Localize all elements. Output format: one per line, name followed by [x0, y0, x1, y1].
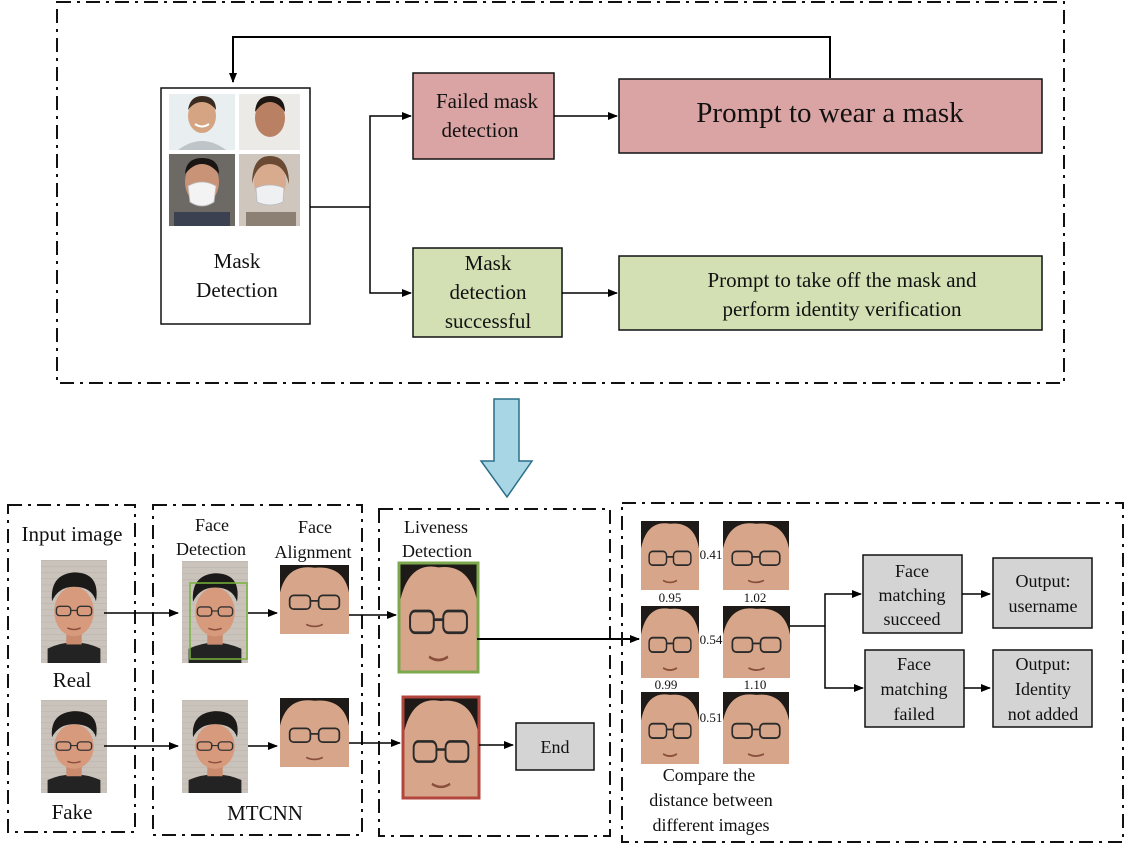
matching-caption-line3: different images	[652, 815, 769, 835]
output-user-line1: Output:	[1015, 571, 1070, 591]
failed-line1: Face	[897, 654, 931, 674]
mask-stage-frame	[56, 1, 1065, 384]
matching-caption-line1: Compare the	[663, 765, 755, 785]
prompt-take-off-mask-box: Prompt to take off the mask and perform …	[618, 255, 1043, 331]
output-username-box: Output: username	[992, 557, 1093, 629]
success-box-line3: successful	[445, 309, 531, 333]
stage-transition-arrow	[479, 398, 534, 499]
fake-aligned-face	[279, 697, 350, 768]
matching-succeed-box: Face matching succeed	[862, 554, 963, 634]
face-alignment-line1: Face	[298, 517, 332, 537]
succeed-line2: matching	[879, 585, 946, 605]
success-box-line1: Mask	[465, 251, 512, 275]
pair3-distance: 0.51	[700, 710, 723, 725]
spoof-face-image	[401, 695, 481, 800]
liveness-stage-frame	[378, 508, 611, 837]
face-detection-line1: Face	[195, 515, 229, 535]
pair2-face-b	[722, 605, 791, 679]
retry-loop-arrow	[229, 36, 831, 83]
arrow-live-to-matching	[477, 635, 640, 643]
liveness-title-line1: Liveness	[404, 517, 468, 537]
real-detection-face	[181, 560, 249, 664]
output-fail-line3: not added	[1008, 704, 1078, 724]
mtcnn-stage-frame	[152, 504, 363, 836]
pair1-distance: 0.41	[700, 547, 723, 562]
failed-mask-detection-box: Failed mask detection	[412, 72, 555, 160]
arrow-to-failed	[369, 112, 412, 207]
failed-line2: matching	[881, 679, 948, 699]
take-off-line1: Prompt to take off the mask and	[707, 268, 977, 292]
detection-bounding-box	[189, 582, 248, 660]
pair3-face-b	[722, 691, 790, 765]
output-fail-line1: Output:	[1015, 654, 1070, 674]
fake-input-face	[40, 699, 108, 794]
failed-box-line1: Failed mask	[436, 89, 539, 113]
pair2-distance: 0.54	[700, 632, 723, 647]
mask-detection-label-2: Detection	[196, 278, 278, 302]
live-face-border	[397, 561, 480, 674]
pair3-face-a	[640, 691, 700, 765]
matching-failed-box: Face matching failed	[864, 649, 965, 728]
sample-face-surgical-mask	[239, 154, 300, 226]
live-face-image	[397, 561, 480, 674]
output-fail-line2: Identity	[1015, 679, 1071, 699]
pair1-face-a	[640, 520, 700, 591]
output-identity-not-added-box: Output: Identity not added	[992, 649, 1093, 728]
sample-face-n95-mask	[169, 154, 235, 226]
mask-detection-label-1: Mask	[214, 249, 261, 273]
pair2-face-a	[640, 605, 700, 679]
real-input-face	[40, 559, 108, 664]
prompt-wear-mask-box: Prompt to wear a mask	[618, 78, 1043, 154]
input-image-title: Input image	[22, 522, 123, 546]
take-off-line2: perform identity verification	[722, 297, 962, 321]
mask-success-box: Mask detection successful	[412, 247, 563, 338]
input-stage-frame	[7, 504, 136, 833]
pair1-score-b: 1.02	[744, 590, 767, 605]
matching-caption-line2: distance between	[649, 790, 772, 810]
success-box-line2: detection	[450, 280, 527, 304]
face-detection-line2: Detection	[176, 539, 246, 559]
matching-stage-frame	[621, 502, 1124, 843]
succeed-line3: succeed	[884, 609, 941, 629]
pair1-score-a: 0.95	[659, 590, 682, 605]
end-box: End	[515, 722, 595, 771]
mtcnn-label: MTCNN	[227, 801, 303, 825]
failed-box-line2: detection	[442, 118, 519, 142]
fake-detection-face	[181, 699, 249, 794]
sample-face-smiling	[169, 94, 235, 150]
fake-label: Fake	[52, 800, 93, 824]
arrow-to-succeed	[824, 590, 862, 626]
prompt-wear-mask-text: Prompt to wear a mask	[696, 97, 964, 129]
face-alignment-line2: Alignment	[275, 542, 352, 562]
pair2-score-a: 0.99	[655, 677, 678, 692]
sample-face-beard	[239, 94, 300, 150]
succeed-line1: Face	[895, 561, 929, 581]
arrow-to-failed-match	[824, 626, 864, 692]
output-user-line2: username	[1009, 596, 1078, 616]
pair1-face-b	[722, 520, 790, 591]
spoof-face-border	[401, 695, 481, 800]
end-label: End	[541, 737, 570, 757]
real-label: Real	[53, 668, 92, 692]
failed-line3: failed	[894, 704, 935, 724]
arrow-to-success	[369, 207, 412, 297]
pair2-score-b: 1.10	[744, 677, 767, 692]
real-aligned-face	[279, 564, 350, 635]
liveness-title-line2: Detection	[402, 541, 472, 561]
mask-detection-box: Mask Detection	[160, 87, 311, 325]
